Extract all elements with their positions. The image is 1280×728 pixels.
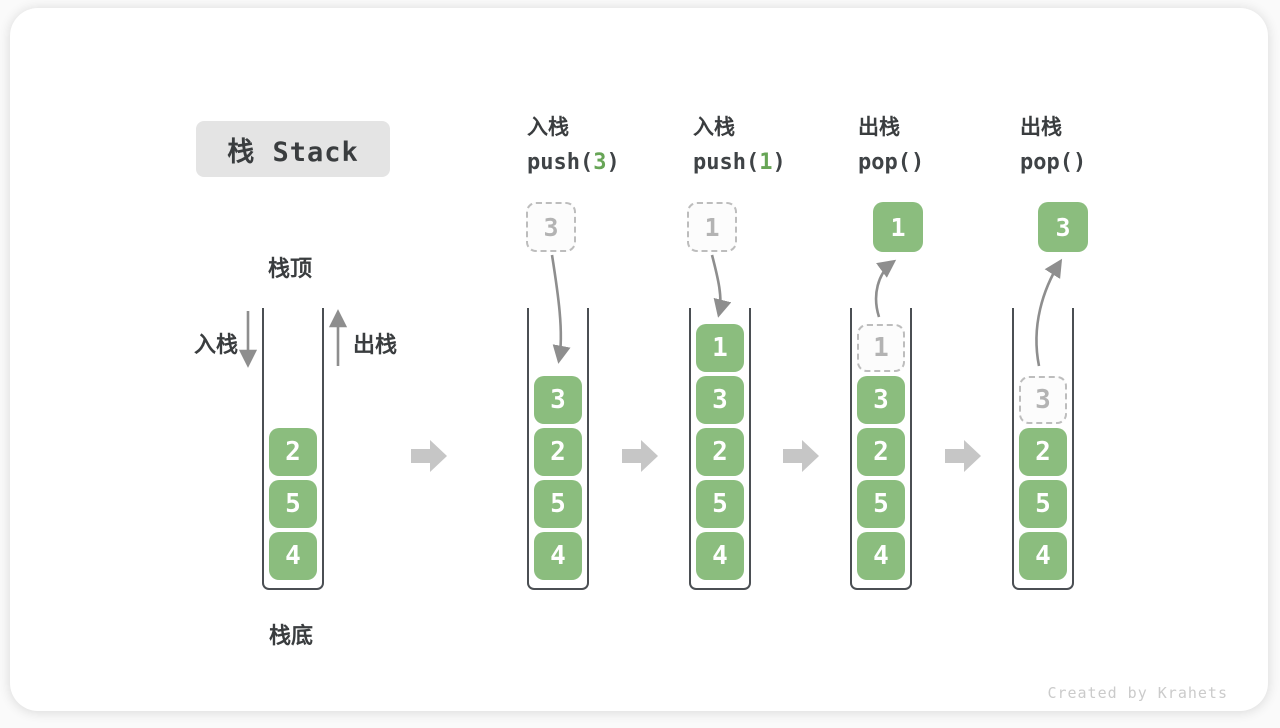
op-code: push(3) <box>527 150 620 175</box>
op-name: 出栈 <box>1020 116 1062 139</box>
stack-cell: 4 <box>1019 532 1067 580</box>
stack-cell: 2 <box>269 428 317 476</box>
stack-container-4: 1 3 2 5 4 <box>850 308 912 590</box>
stack-cell: 3 <box>857 376 905 424</box>
ghost-cell: 1 <box>857 324 905 372</box>
push-side-label: 入栈 <box>194 332 239 357</box>
step-arrow-icon <box>622 440 658 472</box>
op-code: pop() <box>1020 150 1087 175</box>
step-arrow-icon <box>411 440 447 472</box>
step-arrow-icon <box>783 440 819 472</box>
stack-bottom-label: 栈底 <box>269 623 314 648</box>
stack-container-1: 2 5 4 <box>262 308 324 590</box>
stack-cell: 4 <box>857 532 905 580</box>
push-1-arrow-icon <box>710 254 732 318</box>
stack-cell: 3 <box>696 376 744 424</box>
diagram-card: 栈 Stack 入栈 push(3) 入栈 push(1) 出栈 pop() 出… <box>10 8 1268 711</box>
step-arrow-icon <box>945 440 981 472</box>
title-badge: 栈 Stack <box>196 121 390 177</box>
stack-cell: 5 <box>1019 480 1067 528</box>
stack-container-5: 3 2 5 4 <box>1012 308 1074 590</box>
op-header-push-1: 入栈 push(1) <box>693 114 843 177</box>
op-code: pop() <box>858 150 925 175</box>
op-code-argument: 3 <box>593 150 607 175</box>
stack-cell: 1 <box>696 324 744 372</box>
stack-cell: 4 <box>269 532 317 580</box>
op-header-pop-1: 出栈 pop() <box>858 114 1008 177</box>
stack-cell: 2 <box>857 428 905 476</box>
op-header-pop-2: 出栈 pop() <box>1020 114 1170 177</box>
stack-cell: 4 <box>534 532 582 580</box>
stack-top-label: 栈顶 <box>268 256 313 281</box>
stack-cell: 5 <box>696 480 744 528</box>
op-name: 入栈 <box>527 116 569 139</box>
stack-cell: 2 <box>696 428 744 476</box>
watermark: Created by Krahets <box>1047 684 1228 702</box>
op-header-push-3: 入栈 push(3) <box>527 114 677 177</box>
stack-container-3: 1 3 2 5 4 <box>689 308 751 590</box>
op-code: push(1) <box>693 150 786 175</box>
floating-push-value-3: 3 <box>526 202 576 252</box>
floating-popped-value-3: 3 <box>1038 202 1088 252</box>
title-text: 栈 Stack <box>227 136 359 168</box>
ghost-cell: 3 <box>1019 376 1067 424</box>
stack-cell: 3 <box>534 376 582 424</box>
stack-cell: 5 <box>534 480 582 528</box>
op-code-argument: 1 <box>759 150 773 175</box>
stack-cell: 5 <box>857 480 905 528</box>
stack-cell: 4 <box>696 532 744 580</box>
pop-side-label: 出栈 <box>353 332 398 357</box>
stack-cell: 2 <box>534 428 582 476</box>
stack-cell: 5 <box>269 480 317 528</box>
stack-container-2: 3 2 5 4 <box>527 308 589 590</box>
op-name: 入栈 <box>693 116 735 139</box>
op-name: 出栈 <box>858 116 900 139</box>
stack-cell: 2 <box>1019 428 1067 476</box>
floating-popped-value-1: 1 <box>873 202 923 252</box>
floating-push-value-1: 1 <box>687 202 737 252</box>
